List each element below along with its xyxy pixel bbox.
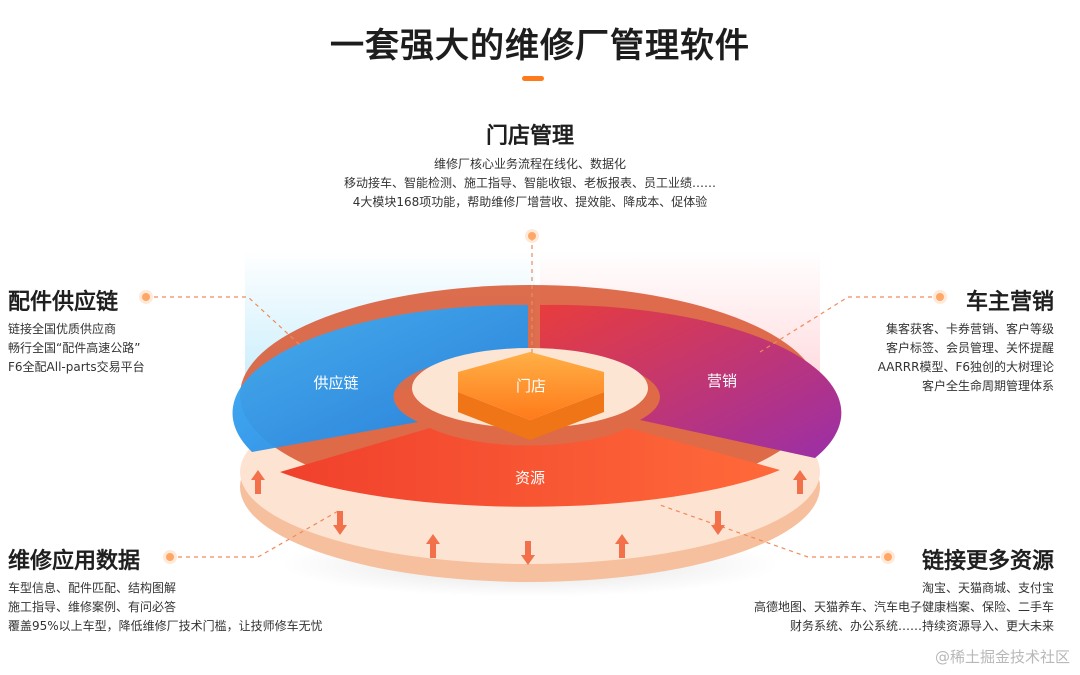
dot-resources-halo — [881, 550, 895, 564]
marketing-line: 客户标签、会员管理、关怀提醒 — [885, 341, 1054, 355]
store-heading: 门店管理 — [485, 124, 574, 149]
parts-description: 链接全国优质供应商 畅行全国“配件高速公路” F6全配All-parts交易平台 — [8, 320, 145, 377]
watermark: @稀土掘金技术社区 — [934, 648, 1070, 666]
store-line: 维修厂核心业务流程在线化、数据化 — [433, 157, 626, 171]
leader-marketing — [759, 296, 940, 353]
label-resources: 资源 — [515, 469, 545, 487]
arrow-down-icon — [521, 541, 535, 565]
dot-parts-halo — [139, 290, 153, 304]
marketing-line: 客户全生命周期管理体系 — [921, 379, 1054, 393]
title-underline — [522, 76, 544, 81]
dot-store-halo — [525, 229, 539, 243]
resources-heading: 链接更多资源 — [921, 549, 1054, 574]
store-line: 4大模块168项功能，帮助维修厂增营收、提效能、降成本、促体验 — [352, 195, 708, 209]
store-description: 维修厂核心业务流程在线化、数据化 移动接车、智能检测、施工指导、智能收银、老板报… — [280, 155, 780, 212]
marketing-line: 集客获客、卡券营销、客户等级 — [885, 322, 1054, 336]
label-parts: 供应链 — [313, 374, 358, 392]
repair-line: 车型信息、配件匹配、结构图解 — [8, 581, 177, 595]
segment-parts — [232, 304, 529, 452]
arrow-up-icon — [793, 470, 807, 494]
store-line: 移动接车、智能检测、施工指导、智能收银、老板报表、员工业绩…… — [343, 176, 716, 190]
segment-marketing — [540, 304, 842, 458]
hub-hexagon-side — [458, 392, 604, 440]
repair-line: 覆盖95%以上车型，降低维修厂技术门槛，让技师修车无忧 — [8, 619, 323, 633]
dot-marketing-halo — [933, 290, 947, 304]
page-title: 一套强大的维修厂管理软件 — [330, 26, 750, 66]
segment-resources — [280, 428, 780, 507]
label-marketing: 营销 — [707, 372, 737, 390]
parts-line: 畅行全国“配件高速公路” — [8, 341, 141, 355]
repair-line: 施工指导、维修案例、有问必答 — [8, 600, 177, 614]
parts-line: F6全配All-parts交易平台 — [8, 360, 145, 374]
hub-hexagon-top — [458, 352, 604, 420]
parts-heading: 配件供应链 — [8, 290, 119, 315]
arrow-down-icon — [711, 511, 725, 535]
arrow-up-icon — [251, 470, 265, 494]
parts-line: 链接全国优质供应商 — [8, 322, 117, 336]
label-store: 门店 — [516, 377, 546, 395]
arrow-down-icon — [333, 511, 347, 535]
marketing-line: AARRR模型、F6独创的大树理论 — [877, 360, 1054, 374]
leader-repair — [170, 509, 341, 558]
resources-line: 淘宝、天猫商城、支付宝 — [921, 581, 1054, 595]
dot-repair-halo — [163, 550, 177, 564]
arrow-up-icon — [426, 534, 440, 558]
leader-resources — [659, 504, 888, 558]
resources-line: 高德地图、天猫养车、汽车电子健康档案、保险、二手车 — [753, 600, 1054, 614]
repair-description: 车型信息、配件匹配、结构图解 施工指导、维修案例、有问必答 覆盖95%以上车型，… — [8, 579, 323, 636]
leader-parts — [146, 296, 301, 346]
repair-heading: 维修应用数据 — [8, 549, 141, 574]
marketing-description: 集客获客、卡券营销、客户等级 客户标签、会员管理、关怀提醒 AARRR模型、F6… — [878, 320, 1054, 396]
resources-description: 淘宝、天猫商城、支付宝 高德地图、天猫养车、汽车电子健康档案、保险、二手车 财务… — [754, 579, 1054, 636]
resources-line: 财务系统、办公系统……持续资源导入、更大未来 — [789, 619, 1054, 633]
arrow-up-icon — [615, 534, 629, 558]
marketing-heading: 车主营销 — [965, 290, 1054, 315]
